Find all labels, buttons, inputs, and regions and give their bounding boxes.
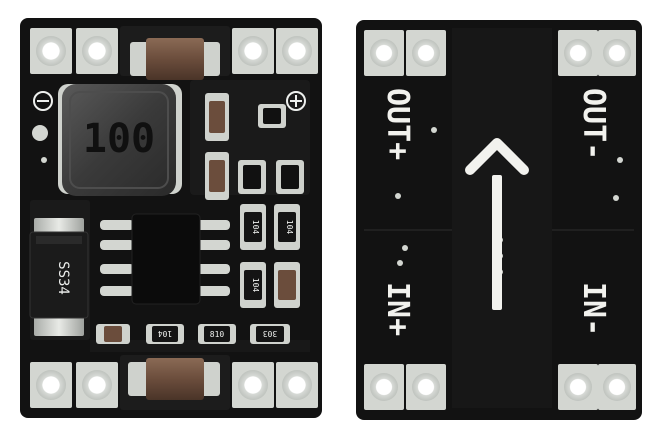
left-resistor-array: 104 104 104 [240,204,300,308]
via-pad [32,125,48,141]
resistor-label-r5: 810 [210,330,225,339]
via [397,260,403,266]
left-bottom-capacitor [128,358,220,400]
out-minus-label: OUT- [576,88,611,160]
inductor: 100 [58,84,182,196]
left-top-pads [30,28,318,74]
via [402,245,408,251]
out-plus-label: OUT+ [380,88,415,160]
right-bottom-pads [364,364,636,410]
resistor-label-r1: 104 [251,220,260,235]
via [431,127,437,133]
resistor-label-r4: 104 [158,329,173,338]
left-bottom-pads [30,362,318,408]
via [395,193,401,199]
right-top-pads [364,30,636,76]
diode: SS34 [29,218,89,336]
left-small-components-top [205,93,304,200]
left-top-capacitor [130,38,220,80]
ic-chip [100,213,230,305]
inductor-label: 100 [83,116,155,162]
minus-circle-icon [33,91,53,111]
resistor-label-r3: 104 [251,278,260,293]
in-minus-label: IN- [576,282,611,336]
left-bottom-resistors: 104 810 303 [96,324,290,344]
left-board: 100 104 104 104 [20,18,322,418]
resistor-label-r6: 303 [263,329,278,338]
right-board: OUT+ OUT- IN+ IN- [356,20,642,420]
via-hole [41,157,47,163]
plus-circle-icon [286,91,306,111]
in-plus-label: IN+ [380,282,415,336]
via [617,157,623,163]
diode-label: SS34 [55,261,71,295]
via [613,195,619,201]
resistor-label-r2: 104 [285,220,294,235]
arrow-up-icon [465,138,529,310]
